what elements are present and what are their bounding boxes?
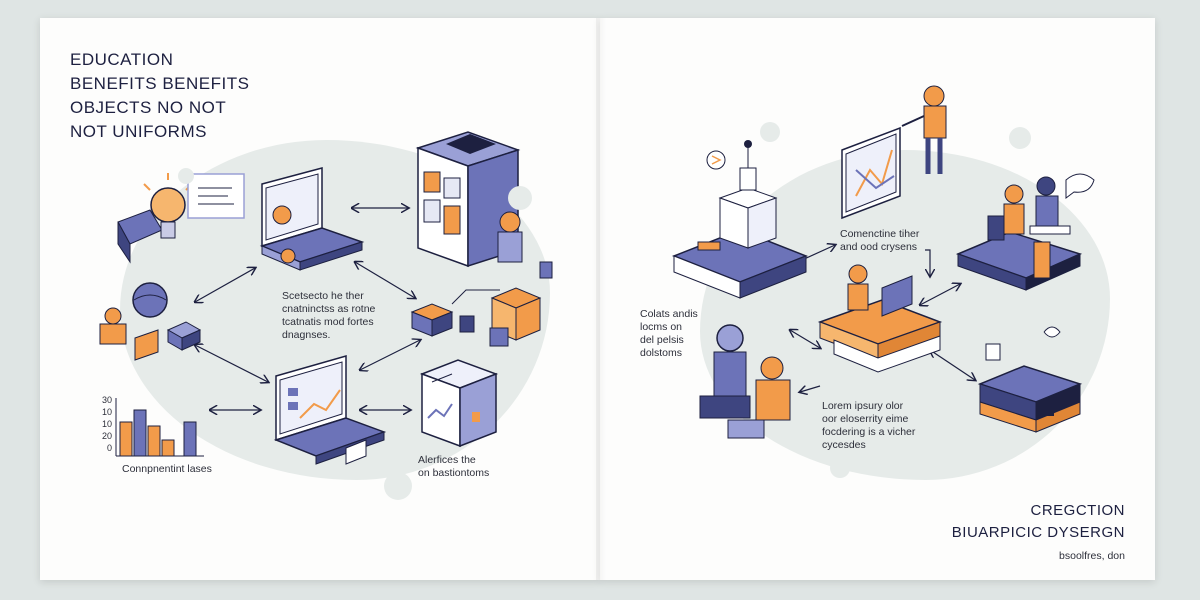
building-blocks-icon [410, 287, 542, 347]
left-label-line: dolstoms [640, 347, 683, 359]
center-label-line: Scetsecto he ther [282, 290, 364, 302]
lectern-stage-icon [671, 140, 809, 299]
center-label-line: tcatnatis mod fortes [282, 316, 374, 328]
tick-label: 0 [106, 443, 112, 453]
bottom-label-line: Alerfices the [418, 454, 476, 466]
laptop-settings-icon [259, 167, 365, 271]
right-footer-subtitle: bsoolfres, don [1059, 550, 1125, 562]
footer-title-line: CREGCTION [1030, 502, 1125, 519]
decor-dot-4 [760, 122, 780, 142]
top-label-line: Comenctine tiher [840, 228, 920, 240]
decor-dot-6 [830, 458, 850, 478]
top-label-line: and ood crysens [840, 241, 918, 253]
decor-dot-3 [384, 472, 412, 500]
tick-label: 20 [101, 431, 112, 441]
book-spine [596, 18, 606, 580]
bottom-label-left: Alerfices the on bastiontoms [418, 454, 489, 480]
left-label-line: Colats andis [640, 308, 698, 320]
student-laptop-desk-icon [817, 264, 943, 373]
bottom-label-line: on bastiontoms [418, 467, 490, 479]
speech-bubble-icon [187, 173, 245, 219]
book-stack-icon [977, 326, 1083, 433]
decor-dot-2 [508, 186, 532, 210]
chart-caption: Connpnentint lases [122, 463, 212, 475]
top-label-right: Comenctine tiher and ood crysens [840, 228, 919, 254]
right-footer-title: CREGCTION BIUARPICIC DYSERGN [920, 500, 1125, 544]
bar-chart [115, 398, 204, 457]
tick-label: 10 [101, 407, 112, 417]
left-page-title: EDUCATION BENEFITS BENEFITS OBJECTS NO N… [70, 48, 249, 144]
center-label: Scetsecto he ther cnatninctss as rotne t… [282, 290, 375, 342]
left-label-line: del pelsis [640, 334, 684, 346]
left-label-line: locms on [640, 321, 683, 333]
left-label-right: Colats andis locms on del pelsis dolstom… [640, 308, 698, 360]
globe-person-icon [99, 282, 202, 361]
decor-dot-1 [178, 168, 194, 184]
decor-dot-5 [1009, 127, 1031, 149]
title-line-1: EDUCATION [70, 50, 174, 69]
title-line-3: OBJECTS NO NOT [70, 98, 227, 117]
title-line-2: BENEFITS BENEFITS [70, 74, 250, 93]
tick-label: 10 [101, 419, 112, 429]
connector-arrows-left [195, 208, 420, 410]
document-cube-icon [419, 359, 499, 448]
bottom-label-line: cycesdes [822, 439, 866, 451]
study-group-icon [955, 173, 1095, 291]
tick-label: 30 [101, 395, 112, 405]
bottom-label-line: oor eloserrity eime [822, 413, 909, 425]
two-people-icon [699, 324, 791, 439]
lightbulb-icon [117, 173, 193, 264]
center-label-line: dnagnses. [282, 329, 331, 341]
footer-title-line: BIUARPICIC DYSERGN [951, 524, 1125, 541]
chart-ticks: 30 10 10 20 0 [100, 394, 112, 454]
bottom-label-line: focdering is a vicher [822, 426, 916, 438]
laptop-chart-icon [273, 355, 387, 465]
presenter-whiteboard-icon [841, 85, 947, 220]
title-line-4: NOT UNIFORMS [70, 122, 207, 141]
graduation-book-icon [415, 131, 553, 279]
center-label-line: cnatninctss as rotne [282, 303, 376, 315]
bottom-label-line: Lorem ipsury olor [822, 400, 904, 412]
bottom-label-right: Lorem ipsury olor oor eloserrity eime fo… [822, 400, 915, 452]
